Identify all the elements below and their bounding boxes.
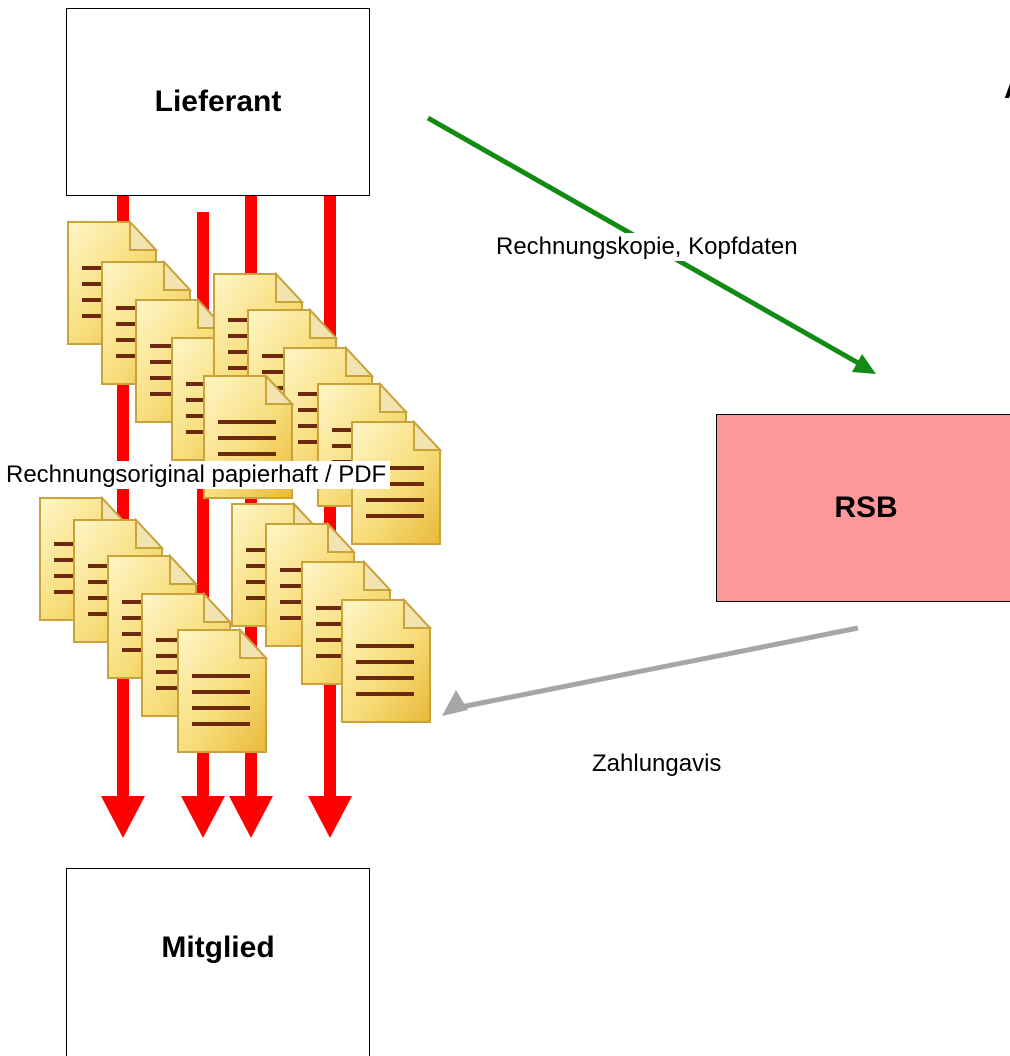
grey-arrow-shaft: [455, 625, 859, 711]
original-invoice-label: Rechnungsoriginal papierhaft / PDF: [2, 461, 391, 489]
red-arrow-head: [308, 796, 352, 838]
member-label: Mitglied: [161, 930, 275, 964]
rsb-box: RSB: [716, 414, 1010, 602]
document-icon: [340, 598, 432, 724]
red-arrow-head: [229, 796, 273, 838]
red-arrow-head: [181, 796, 225, 838]
payment-advice-label: Zahlungavis: [588, 750, 726, 778]
document-icon: [176, 628, 268, 754]
red-arrow-head: [101, 796, 145, 838]
rsb-label: RSB: [834, 491, 898, 524]
member-box: Mitglied: [66, 868, 370, 1056]
payment-advice-arrow: [442, 625, 859, 716]
corner-text: A: [1004, 72, 1010, 105]
grey-arrow-head: [442, 690, 468, 716]
copy-label: Rechnungskopie, Kopfdaten: [492, 233, 802, 261]
supplier-box: Lieferant: [66, 8, 370, 196]
green-arrow-head: [852, 354, 876, 374]
supplier-label: Lieferant: [154, 85, 282, 118]
